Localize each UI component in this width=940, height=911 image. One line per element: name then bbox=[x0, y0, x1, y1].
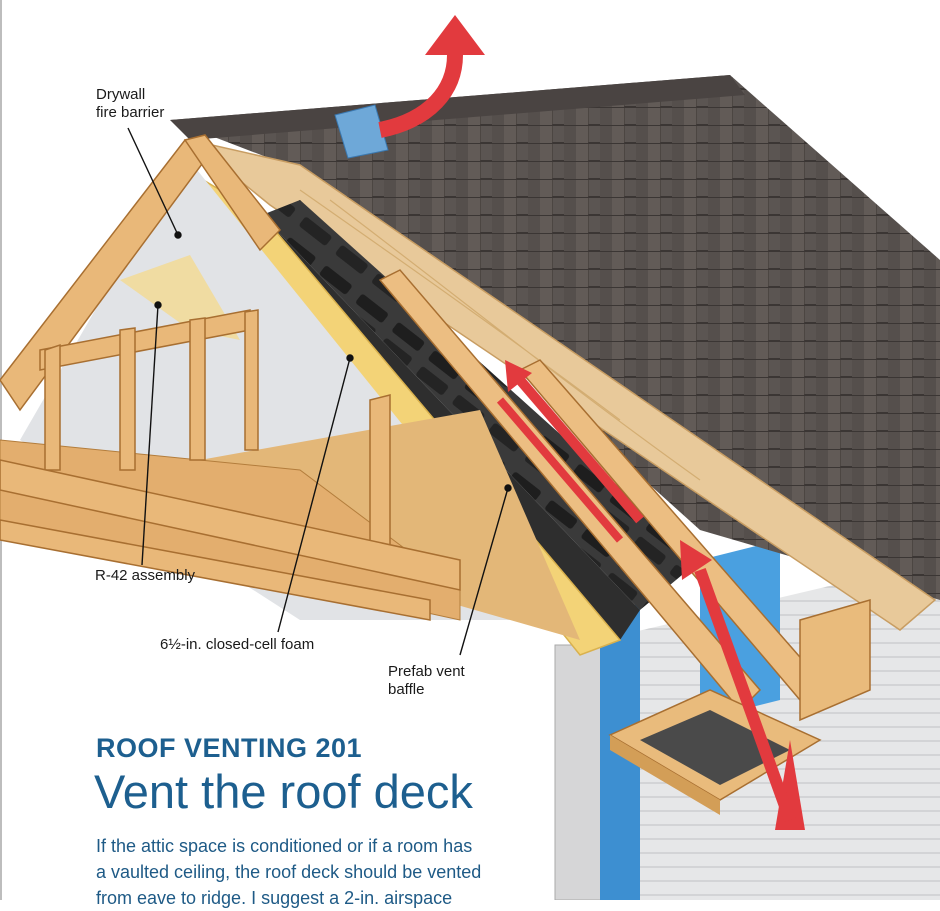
callout-baffle-line1: Prefab vent bbox=[388, 663, 465, 680]
callout-foam: 6½-in. closed-cell foam bbox=[160, 636, 315, 653]
callout-baffle: Prefab vent baffle bbox=[388, 663, 465, 699]
article-body-line: If the attic space is conditioned or if … bbox=[96, 836, 473, 856]
eave-soffit bbox=[608, 599, 871, 815]
article-body-line: from eave to ridge. I suggest a 2-in. ai… bbox=[96, 888, 453, 908]
callout-baffle-line2: baffle bbox=[388, 681, 425, 698]
article-headline: Vent the roof deck bbox=[94, 765, 473, 818]
callout-r42: R-42 assembly bbox=[95, 567, 196, 584]
article-body-line: a vaulted ceiling, the roof deck should … bbox=[96, 862, 482, 882]
rafters bbox=[0, 134, 461, 621]
ridge-vent bbox=[334, 104, 389, 159]
callout-drywall-line1: Drywall bbox=[96, 86, 146, 103]
airflow-arrows bbox=[378, 15, 805, 830]
callout-drywall: Drywall fire barrier bbox=[96, 86, 164, 122]
article-body: If the attic space is conditioned or if … bbox=[96, 833, 566, 911]
callout-leaders bbox=[127, 127, 512, 656]
callout-drywall-line2: fire barrier bbox=[96, 104, 165, 121]
roof-shingles bbox=[170, 75, 940, 600]
article-kicker: ROOF VENTING 201 bbox=[96, 733, 363, 763]
